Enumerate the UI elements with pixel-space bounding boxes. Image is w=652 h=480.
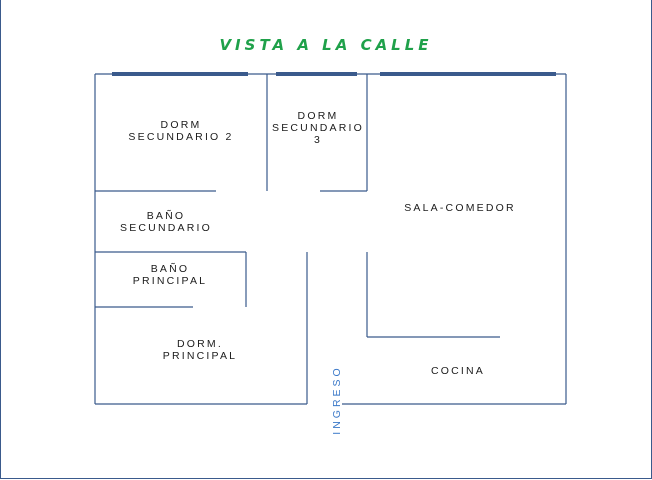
entrance-label: INGRESO (331, 365, 343, 435)
room-label-cocina: COCINA (430, 365, 486, 377)
room-label-bano-secundario: BAÑO SECUNDARIO (119, 210, 213, 234)
room-label-dorm-secundario-3: DORM SECUNDARIO 3 (271, 110, 365, 146)
room-label-bano-principal: BAÑO PRINCIPAL (132, 263, 208, 287)
room-label-dorm-secundario-2: DORM SECUNDARIO 2 (128, 119, 234, 143)
room-label-dorm-principal: DORM. PRINCIPAL (162, 338, 238, 362)
room-label-sala-comedor: SALA-COMEDOR (404, 202, 516, 214)
street-view-title: VISTA A LA CALLE (219, 36, 433, 54)
